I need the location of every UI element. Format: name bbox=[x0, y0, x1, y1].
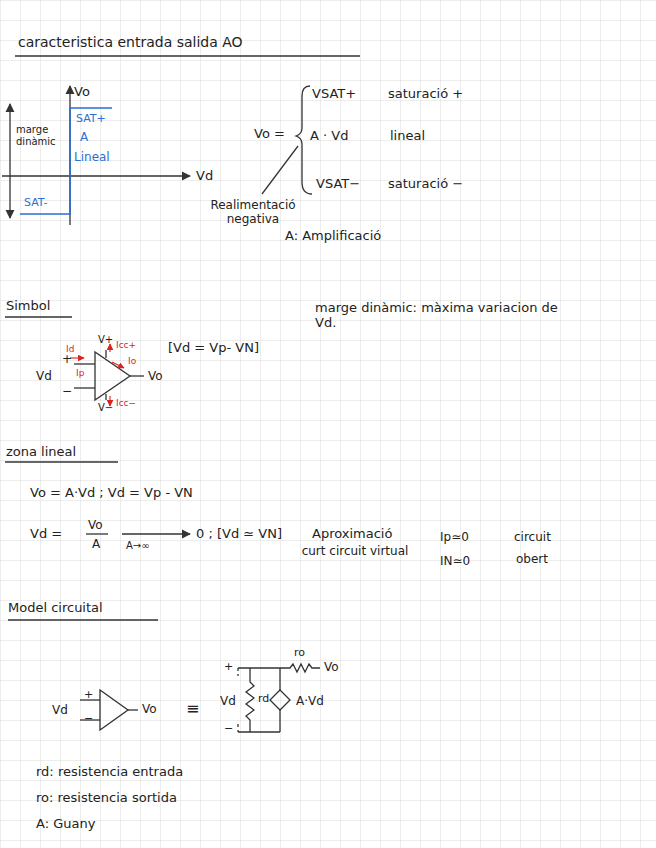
handwritten-label: [Vd = Vp- VN] bbox=[168, 340, 259, 355]
handwritten-label: Vd bbox=[220, 694, 236, 708]
handwritten-label: SAT- bbox=[24, 196, 48, 209]
fraction-bar bbox=[86, 533, 108, 534]
handwritten-label: A·Vd bbox=[296, 694, 324, 708]
wire bbox=[238, 667, 280, 668]
handwritten-label: Vo bbox=[88, 518, 103, 532]
handwritten-label: A · Vd bbox=[310, 128, 348, 143]
wire bbox=[105, 394, 106, 400]
wire bbox=[74, 363, 95, 364]
wire bbox=[279, 668, 280, 690]
handwritten-label: Simbol bbox=[6, 298, 50, 313]
transfer-curve bbox=[20, 108, 112, 214]
handwritten-label: Vo bbox=[74, 84, 90, 99]
limit-arrow bbox=[122, 533, 190, 534]
handwritten-label: + bbox=[84, 688, 93, 701]
handwritten-label: V− bbox=[98, 402, 113, 414]
wire bbox=[74, 387, 95, 388]
handwritten-label: − bbox=[62, 384, 72, 398]
underline bbox=[8, 619, 158, 620]
handwritten-label: Vd bbox=[52, 703, 68, 717]
handwritten-label: rd: resistencia entrada bbox=[36, 764, 183, 779]
handwritten-label: Vo bbox=[148, 369, 163, 383]
dependent-source bbox=[270, 690, 290, 710]
page-title: caracteristica entrada salida AO bbox=[18, 34, 243, 50]
handwritten-label: Ip≃0 bbox=[440, 530, 469, 544]
handwritten-label: Ip bbox=[76, 368, 84, 378]
resistor-symbol bbox=[280, 664, 320, 672]
wire bbox=[130, 375, 144, 376]
handwritten-label: Vo bbox=[142, 702, 157, 716]
handwritten-label: + bbox=[224, 660, 233, 673]
handwritten-label: curt circuit virtual bbox=[300, 544, 410, 558]
handwritten-label: SAT+ bbox=[76, 112, 106, 125]
handwritten-label: marge dinàmic bbox=[16, 124, 66, 148]
vd-axis bbox=[2, 175, 190, 176]
handwritten-label: A: Amplificació bbox=[285, 228, 381, 243]
opamp-symbol bbox=[100, 690, 128, 730]
terminal bbox=[237, 724, 238, 732]
handwritten-label: Icc+ bbox=[116, 340, 136, 350]
resistor-symbol bbox=[246, 668, 254, 732]
handwritten-label: lineal bbox=[390, 128, 425, 143]
wire bbox=[105, 350, 106, 358]
handwritten-label: Vo = A·Vd ; Vd = Vp - VN bbox=[30, 485, 193, 500]
handwritten-label: obert bbox=[516, 552, 548, 566]
handwritten-label: + bbox=[62, 352, 72, 366]
handwritten-label: Icc− bbox=[116, 398, 136, 408]
current-arrow bbox=[70, 357, 84, 358]
handwritten-label: IN≃0 bbox=[440, 554, 470, 568]
range-arrow bbox=[9, 104, 10, 218]
handwritten-label: Io bbox=[128, 356, 136, 366]
opamp-symbol bbox=[95, 352, 130, 400]
current-arrow bbox=[109, 344, 110, 352]
handwritten-label: 0 ; [Vd ≃ VN] bbox=[196, 526, 282, 541]
handwritten-label: saturació − bbox=[388, 176, 463, 191]
handwritten-label: A: Guany bbox=[36, 816, 95, 831]
handwritten-label: A bbox=[92, 537, 100, 551]
handwritten-label: Vo bbox=[324, 660, 339, 674]
handwritten-label: A bbox=[80, 130, 88, 144]
handwritten-label: saturació + bbox=[388, 86, 463, 101]
handwritten-label: ro: resistencia sortida bbox=[36, 790, 177, 805]
handwritten-label: circuit bbox=[514, 530, 551, 544]
leader-line bbox=[262, 146, 298, 194]
handwritten-label: Lineal bbox=[74, 150, 110, 164]
underline bbox=[5, 461, 118, 462]
underline bbox=[5, 316, 72, 317]
handwritten-label: rd bbox=[258, 692, 269, 705]
handwritten-label: VSAT− bbox=[316, 176, 360, 191]
current-arrow bbox=[112, 362, 124, 368]
handwritten-label: zona lineal bbox=[6, 444, 76, 459]
handwritten-label: Vd bbox=[36, 369, 52, 383]
terminal bbox=[237, 668, 238, 676]
handwritten-label: Realimentació negativa bbox=[188, 198, 318, 226]
handwritten-label: Aproximació bbox=[312, 526, 392, 541]
handwritten-label: − bbox=[224, 722, 233, 735]
handwritten-label: VSAT+ bbox=[312, 86, 356, 101]
handwritten-label: ≡ bbox=[186, 700, 199, 718]
handwritten-label: ro bbox=[294, 646, 305, 659]
handwritten-label: Vd bbox=[196, 168, 213, 183]
handwritten-label: marge dinàmic: màxima variacion de Vd. bbox=[315, 300, 565, 330]
wire bbox=[128, 709, 138, 710]
wire bbox=[238, 731, 280, 732]
handwritten-label: Model circuital bbox=[8, 600, 103, 615]
handwritten-label: A→∞ bbox=[126, 540, 150, 552]
handwritten-label: − bbox=[84, 712, 93, 725]
handwritten-label: Vo = bbox=[254, 126, 285, 141]
handwritten-label: V+ bbox=[98, 334, 113, 346]
underline bbox=[15, 55, 360, 56]
wire bbox=[279, 710, 280, 732]
brace bbox=[296, 86, 312, 194]
handwritten-label: Vd = bbox=[30, 526, 62, 541]
